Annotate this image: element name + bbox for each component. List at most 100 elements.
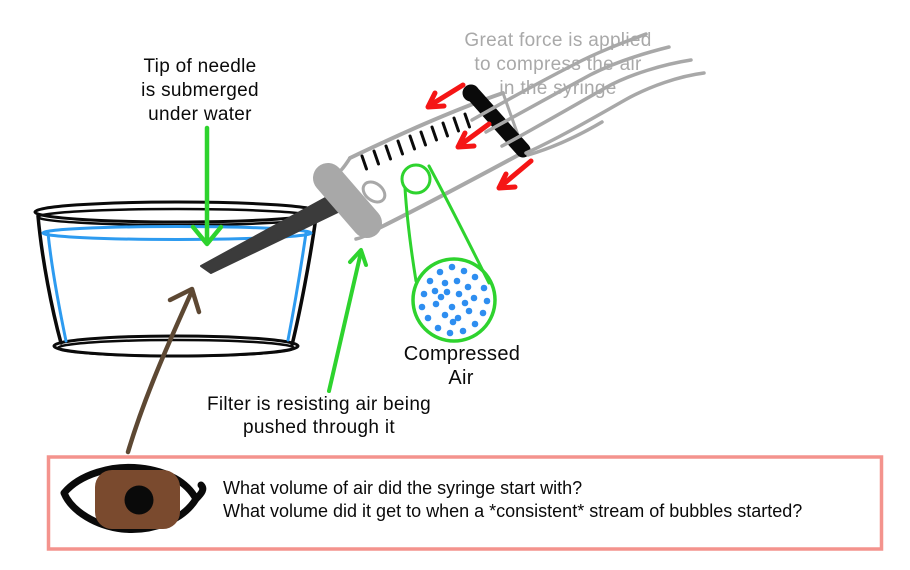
air-dot <box>464 283 472 291</box>
tick <box>452 116 460 133</box>
air-dot <box>471 273 479 281</box>
tick <box>463 112 471 129</box>
thumb-line <box>526 120 604 157</box>
finger-line <box>500 58 693 148</box>
great-force-label: Great force is applied to compress the a… <box>464 30 651 99</box>
force-arrow <box>455 121 492 150</box>
hand-fingers <box>470 32 706 157</box>
tick <box>396 139 404 156</box>
air-dot <box>446 329 454 337</box>
air-dot <box>480 284 488 292</box>
eye-pupil <box>124 485 154 515</box>
tick <box>408 134 416 151</box>
question-box-border <box>46 455 884 551</box>
question-box: What volume of air did the syringe start… <box>46 455 884 551</box>
air-dot <box>420 290 428 298</box>
air-dot <box>459 327 467 335</box>
needle-tip-arrow <box>190 125 224 247</box>
force-arrow-shaft <box>497 158 534 190</box>
force-arrow-shaft <box>456 121 492 149</box>
force-arrow-head <box>455 130 477 150</box>
air-dot <box>470 294 478 302</box>
compressed-air-magnifier <box>400 163 497 343</box>
air-dot <box>454 314 462 322</box>
water-side-right <box>286 231 308 342</box>
magnifier-cone-right <box>427 164 491 285</box>
force-arrow-shaft <box>426 82 466 109</box>
magnifier-source-circle <box>400 163 432 195</box>
air-dot <box>479 309 487 317</box>
question-line-2: What volume did it get to when a *consis… <box>223 501 802 521</box>
air-dot <box>453 277 461 285</box>
needle-tip-label: Tip of needle is submerged under water <box>141 56 259 125</box>
filter-label: Filter is resisting air being pushed thr… <box>207 394 431 438</box>
tick <box>441 121 449 138</box>
needle-tip-label-line-1: Tip of needle <box>143 56 256 77</box>
beaker-side-left <box>36 214 63 345</box>
air-dot <box>424 314 432 322</box>
observer-arrow <box>125 286 202 455</box>
air-dot <box>461 299 469 307</box>
air-dot <box>465 307 473 315</box>
eye-icon <box>60 463 207 533</box>
force-arrow-head <box>425 90 447 110</box>
plunger-thumb-pad <box>462 84 480 102</box>
air-dot <box>443 288 451 296</box>
needle-tip-label-line-3: under water <box>148 104 252 125</box>
force-arrows <box>425 82 534 191</box>
needle-tip-arrow-head <box>190 224 224 247</box>
water-surface <box>41 225 313 241</box>
tick <box>360 154 368 171</box>
water-side-left <box>46 231 68 343</box>
question-line-1: What volume of air did the syringe start… <box>223 478 582 498</box>
observer-arrow-shaft <box>125 288 195 455</box>
air-dot <box>431 287 439 295</box>
air-dot <box>449 318 457 326</box>
syringe-scale-ticks <box>360 112 471 171</box>
magnifier-lens-circle <box>411 257 497 343</box>
syringe-grip-tab <box>361 180 387 204</box>
air-dot <box>441 311 449 319</box>
beaker-bottom-inner <box>56 338 296 358</box>
tick <box>430 125 438 142</box>
air-dot <box>441 279 449 287</box>
syringe-barrel-bottom-edge <box>371 150 526 233</box>
tick <box>372 149 380 166</box>
compressed-air-label-line-2: Air <box>448 367 473 389</box>
needle <box>200 195 341 274</box>
air-dot <box>448 303 456 311</box>
filter-arrow-head <box>348 248 368 267</box>
air-dot <box>432 300 440 308</box>
air-dot <box>434 324 442 332</box>
air-dot <box>483 297 491 305</box>
air-dot <box>455 290 463 298</box>
filter-arrow-shaft <box>327 250 363 393</box>
finger-line <box>484 45 671 134</box>
great-force-line-1: Great force is applied <box>464 30 651 51</box>
force-arrow <box>425 82 466 110</box>
great-force-line-3: in the syringe <box>499 78 616 99</box>
force-arrow-head <box>496 171 518 191</box>
air-dot <box>437 293 445 301</box>
air-dot <box>426 277 434 285</box>
needle-tip-label-line-2: is submerged <box>141 80 259 101</box>
air-molecule-dots <box>418 263 491 337</box>
air-dot <box>448 263 456 271</box>
finger-line <box>524 71 706 155</box>
finger-line <box>470 32 648 122</box>
force-arrow <box>496 158 534 191</box>
air-dot <box>418 303 426 311</box>
magnifier-cone-left <box>403 186 418 283</box>
tick <box>419 130 427 147</box>
compressed-air-label-line-1: Compressed <box>404 343 520 365</box>
beaker-side-right <box>290 215 318 347</box>
water <box>41 225 313 343</box>
compressed-air-label: Compressed Air <box>404 343 520 389</box>
filter-arrow <box>327 248 368 393</box>
tick <box>384 144 392 161</box>
air-dot <box>471 320 479 328</box>
air-dot <box>436 268 444 276</box>
filter-capsule <box>313 163 382 238</box>
